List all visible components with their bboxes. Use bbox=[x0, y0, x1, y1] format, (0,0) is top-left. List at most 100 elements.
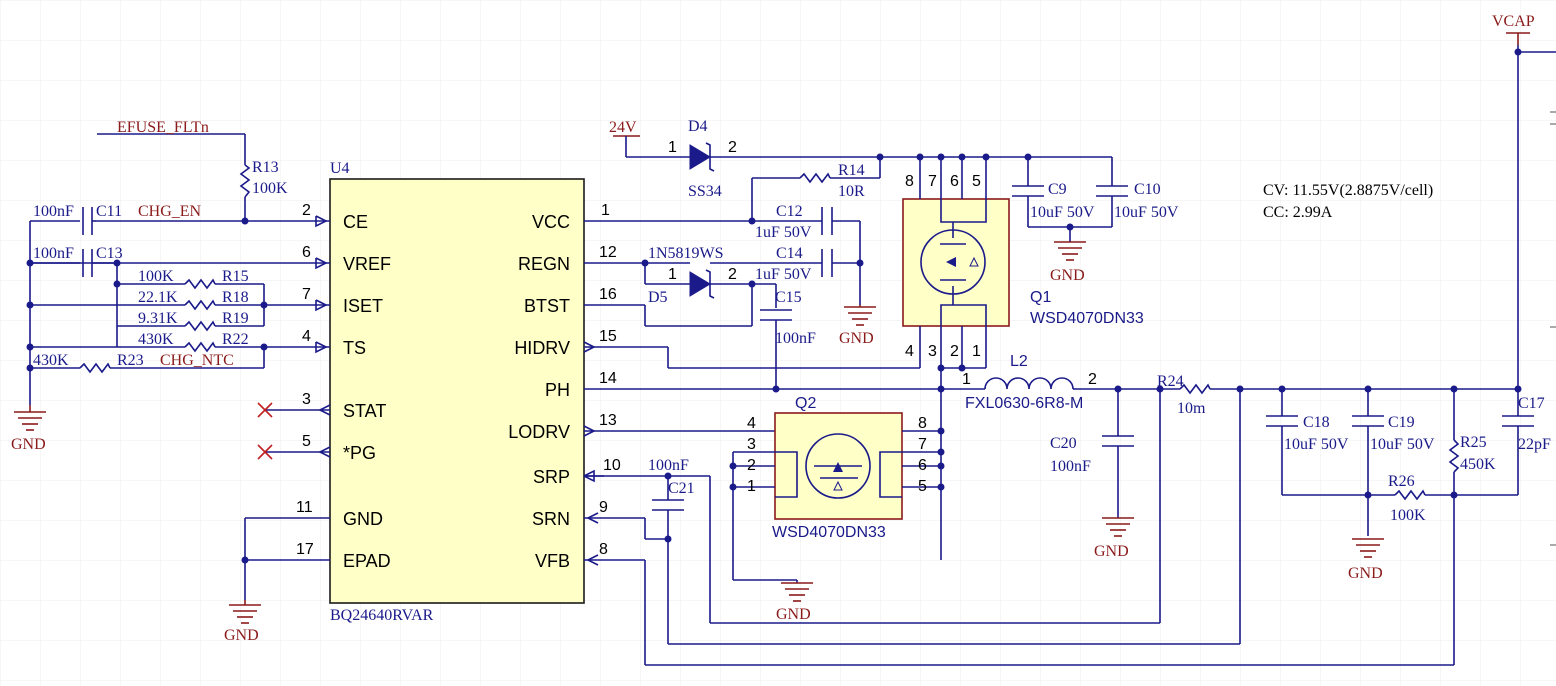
capacitor-c14[interactable] bbox=[821, 249, 833, 277]
gnd-icon bbox=[229, 600, 261, 624]
u4-pin-num: 9 bbox=[599, 499, 608, 516]
u4-pin-name: ISET bbox=[343, 296, 383, 316]
u4-pin-name: VFB bbox=[535, 551, 570, 571]
c17-val: 22pF bbox=[1518, 436, 1551, 453]
u4-pin-name: SRP bbox=[533, 467, 570, 487]
resistor-r19[interactable] bbox=[184, 320, 216, 332]
q1-pin-num: 3 bbox=[928, 343, 937, 360]
edge-marks bbox=[1550, 111, 1556, 546]
u4-pin-name: STAT bbox=[343, 401, 386, 421]
mosfet-q2[interactable] bbox=[732, 412, 941, 583]
u4-pin-num: 5 bbox=[302, 433, 311, 450]
q2-pin-num: 7 bbox=[918, 436, 927, 453]
d5-pin1: 1 bbox=[668, 266, 677, 283]
capacitor-c20[interactable] bbox=[1102, 435, 1134, 447]
u4-pin-name: PH bbox=[545, 380, 570, 400]
capacitor-c15[interactable] bbox=[760, 309, 792, 321]
r18-ref: R18 bbox=[222, 289, 249, 306]
gnd-label: GND bbox=[1050, 267, 1085, 284]
u4-ic[interactable]: U4 BQ24640RVAR 2 6 7 4 3 5 11 17 CE VREF… bbox=[30, 160, 940, 624]
diode-d4[interactable] bbox=[689, 142, 715, 172]
output-network-wires bbox=[644, 45, 1556, 666]
resistor-r15[interactable] bbox=[184, 278, 216, 290]
gnd-label: GND bbox=[224, 627, 259, 644]
capacitor-c9[interactable] bbox=[1012, 185, 1044, 197]
r15-val: 100K bbox=[138, 268, 174, 285]
r23-val: 430K bbox=[33, 352, 69, 369]
r25-ref: R25 bbox=[1460, 434, 1487, 451]
q2-pin-num: 4 bbox=[747, 415, 756, 432]
u4-pin-name: TS bbox=[343, 338, 366, 358]
u4-pin-name: EPAD bbox=[343, 551, 391, 571]
q1-ref: Q1 bbox=[1030, 289, 1051, 306]
q1-part: WSD4070DN33 bbox=[1030, 310, 1144, 327]
gnd-label: GND bbox=[776, 606, 811, 623]
q2-pin-num: 6 bbox=[918, 457, 927, 474]
resistor-r24[interactable] bbox=[1179, 383, 1211, 395]
capacitor-c18[interactable] bbox=[1266, 415, 1298, 427]
c15-val: 100nF bbox=[775, 330, 816, 347]
u4-pin-name: SRN bbox=[532, 509, 570, 529]
resistor-r25[interactable] bbox=[1448, 439, 1460, 473]
q1-pin-num: 5 bbox=[972, 173, 981, 190]
capacitor-c17[interactable] bbox=[1502, 415, 1534, 427]
resistor-r14[interactable] bbox=[799, 172, 831, 184]
gnd-icon bbox=[1102, 517, 1134, 537]
gnd-icon bbox=[844, 305, 876, 326]
u4-pin-name: GND bbox=[343, 509, 383, 529]
q1-pin-num: 1 bbox=[972, 343, 981, 360]
c9-ref: C9 bbox=[1048, 181, 1067, 198]
u4-pin-num: 12 bbox=[599, 244, 617, 261]
resistor-r26[interactable] bbox=[1394, 489, 1426, 501]
l2-ref: L2 bbox=[1010, 353, 1028, 370]
u4-pin-num: 1 bbox=[601, 202, 610, 219]
r22-val: 430K bbox=[138, 331, 174, 348]
capacitor-c10[interactable] bbox=[1096, 185, 1128, 197]
d4-pin1: 1 bbox=[668, 139, 677, 156]
resistor-r22[interactable] bbox=[184, 341, 216, 353]
u4-pin-num: 11 bbox=[296, 499, 313, 516]
capacitor-c13[interactable] bbox=[82, 249, 117, 277]
gnd-label: GND bbox=[11, 436, 46, 453]
q1-pin-num: 4 bbox=[905, 343, 914, 360]
u4-pin-num: 8 bbox=[599, 541, 608, 558]
u4-pin-num: 3 bbox=[302, 391, 311, 408]
u4-pin-name: *PG bbox=[343, 443, 376, 463]
c11-ref: C11 bbox=[96, 203, 122, 220]
capacitor-c12[interactable] bbox=[821, 207, 833, 235]
u4-body[interactable] bbox=[329, 178, 585, 604]
d4-pin2: 2 bbox=[728, 139, 737, 156]
q2-pin-num: 2 bbox=[747, 457, 756, 474]
q2-pin-num: 8 bbox=[918, 415, 927, 432]
resistor-r18[interactable] bbox=[184, 299, 216, 311]
net-24v: 24V bbox=[609, 119, 637, 136]
capacitor-c19[interactable] bbox=[1352, 415, 1384, 427]
diode-d5[interactable] bbox=[689, 269, 715, 299]
c19-ref: C19 bbox=[1388, 414, 1415, 431]
c19-val: 10uF 50V bbox=[1370, 436, 1435, 453]
q2-pin-num: 5 bbox=[918, 478, 927, 495]
gnd-icon bbox=[781, 582, 813, 602]
u4-pin-name: VCC bbox=[532, 212, 570, 232]
l2-part: FXL0630-6R8-M bbox=[965, 395, 1083, 412]
q1-pin-num: 7 bbox=[928, 173, 937, 190]
capacitor-c21[interactable] bbox=[652, 499, 684, 511]
mosfet-q1[interactable] bbox=[902, 157, 1010, 389]
inductor-l2[interactable] bbox=[984, 377, 1075, 390]
u4-pin-num: 14 bbox=[599, 370, 617, 387]
u4-pin-num: 15 bbox=[599, 328, 617, 345]
r25-val: 450K bbox=[1460, 456, 1496, 473]
c20-val: 100nF bbox=[1050, 458, 1091, 475]
gnd-icon bbox=[1352, 538, 1384, 558]
q2-pin-num: 1 bbox=[747, 478, 756, 495]
u4-pin-name: REGN bbox=[518, 254, 570, 274]
q1-pin-num: 8 bbox=[905, 173, 914, 190]
r24-val: 10m bbox=[1177, 400, 1206, 417]
r23-ref: R23 bbox=[117, 352, 144, 369]
resistor-r23[interactable] bbox=[79, 362, 111, 374]
u4-pin-num: 6 bbox=[302, 244, 311, 261]
u4-pin-num: 2 bbox=[302, 202, 311, 219]
net-chg-en: CHG_EN bbox=[138, 203, 202, 220]
r19-ref: R19 bbox=[222, 310, 249, 327]
resistor-r13[interactable] bbox=[239, 164, 251, 198]
